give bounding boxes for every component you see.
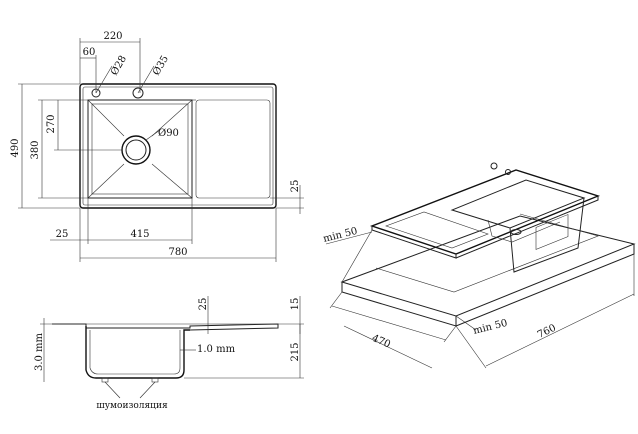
sink-rim-front <box>371 226 457 259</box>
iso-bowl-window <box>535 214 569 250</box>
top-view: 220 60 Ø28 Ø35 490 380 270 Ø90 25 <box>10 31 304 262</box>
dim-780-label: 780 <box>168 247 187 258</box>
leader-d90 <box>145 129 161 141</box>
iso-drain <box>510 229 522 235</box>
ext-line <box>341 229 373 283</box>
dim-220-label: 220 <box>103 31 122 42</box>
dim-line-760 <box>485 293 635 367</box>
leader-insulation <box>104 381 121 399</box>
side-bowl-inner <box>89 330 181 375</box>
iso-drainboard <box>385 211 489 249</box>
side-bowl <box>85 326 190 379</box>
dim-line-min50-top <box>325 231 373 245</box>
bowl-corner-line <box>151 163 193 199</box>
dim-380-label: 380 <box>30 140 41 159</box>
dim-25-left-label: 25 <box>56 229 69 240</box>
dim-270-label: 270 <box>46 114 57 133</box>
countertop-cutout <box>375 213 599 293</box>
dim-470-label: 470 <box>370 333 392 351</box>
drain-inner <box>125 139 147 161</box>
sink-inner-rim <box>82 86 274 206</box>
dim-d90-label: Ø90 <box>158 128 179 139</box>
iso-bowl-body <box>509 197 585 273</box>
leader-insulation <box>139 381 156 399</box>
dim-line-470-outer <box>343 325 433 369</box>
iso-faucet-hole <box>505 169 511 175</box>
bowl-corner-line <box>151 99 193 137</box>
ext-line <box>329 291 343 309</box>
countertop-front <box>341 282 457 327</box>
leader-min50-bottom <box>455 315 477 331</box>
sink-rim-side <box>455 196 599 259</box>
dim-d35-label: Ø35 <box>151 54 171 78</box>
sink-outline <box>79 83 277 209</box>
dim-3mm-label: 3.0 mm <box>34 332 45 371</box>
dim-25-label: 25 <box>198 298 209 311</box>
dim-760-label: 760 <box>536 323 558 341</box>
dim-25-right-label: 25 <box>290 180 301 193</box>
bowl-outline <box>87 99 193 199</box>
dim-d28-label: Ø28 <box>109 54 129 78</box>
dim-490-label: 490 <box>10 138 21 157</box>
ext-line <box>455 325 487 369</box>
dim-60-label: 60 <box>83 47 96 58</box>
bowl-inner <box>91 103 189 195</box>
insulation-label: шумоизоляция <box>96 401 168 411</box>
min50-bottom-label: min 50 <box>472 318 509 337</box>
side-rim <box>52 323 279 331</box>
iso-faucet-hole <box>490 162 498 170</box>
leader-d28 <box>95 65 113 94</box>
iso-view: min 50 min 50 470 760 <box>322 162 636 369</box>
dim-415-label: 415 <box>130 229 149 240</box>
dim-1mm-label: 1.0 mm <box>197 344 236 355</box>
dim-15-label: 15 <box>290 298 301 311</box>
dim-line-470 <box>331 305 447 341</box>
side-view: шумоизоляция 3.0 mm 1.0 mm 25 15 215 <box>34 296 304 411</box>
faucet-hole-right <box>132 87 144 99</box>
leader-d35 <box>137 65 155 94</box>
min50-top-label: min 50 <box>322 226 359 245</box>
bowl-corner-line <box>87 99 125 137</box>
dim-215-label: 215 <box>290 342 301 361</box>
bowl-corner-line <box>87 163 125 199</box>
ext-line <box>443 325 457 343</box>
drainboard <box>195 99 271 199</box>
